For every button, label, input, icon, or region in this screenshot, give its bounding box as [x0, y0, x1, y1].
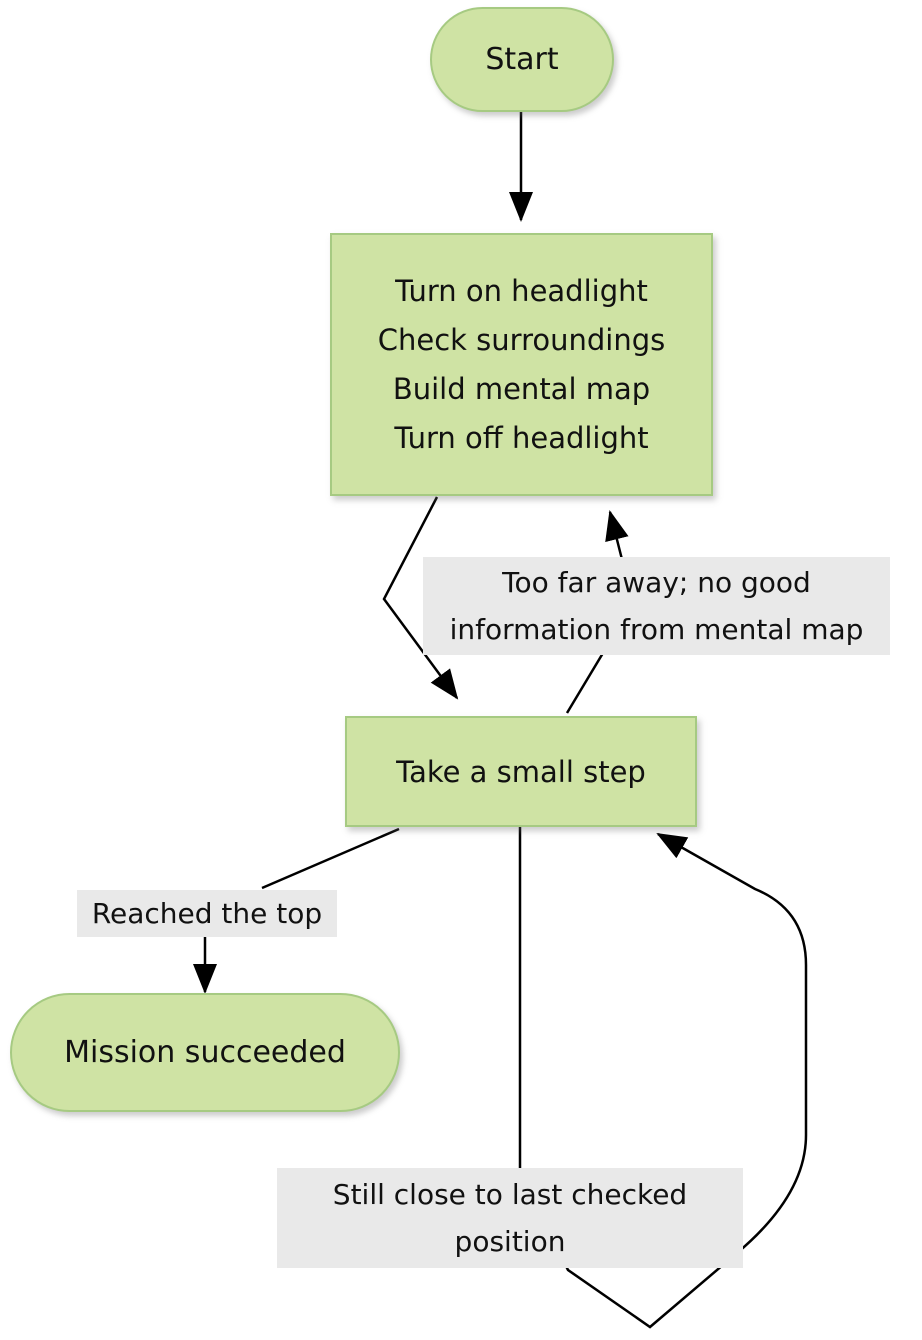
edge-label-too-far-line-1: Too far away; no good [502, 566, 811, 599]
node-scan-line-2: Check surroundings [377, 322, 666, 357]
edge-step-loop-still-close [518, 827, 808, 1329]
node-scan-line-4: Turn off headlight [394, 420, 649, 455]
node-start: Start [430, 7, 614, 112]
node-take-small-step-label: Take a small step [396, 754, 646, 789]
edge-scan-to-step [382, 496, 459, 700]
edge-step-to-reached-label [261, 827, 400, 890]
node-scan-line-1: Turn on headlight [395, 273, 648, 308]
node-scan-line-3: Build mental map [392, 371, 651, 406]
node-mission-succeeded: Mission succeeded [10, 993, 400, 1112]
node-take-small-step: Take a small step [345, 716, 697, 827]
node-scan-surroundings: Turn on headlight Check surroundings Bui… [330, 233, 713, 496]
node-start-label: Start [485, 42, 559, 77]
edge-label-still-close: Still close to last checked position [277, 1168, 743, 1268]
edge-label-reached-top-text: Reached the top [91, 897, 323, 930]
edge-label-still-close-line-1: Still close to last checked [332, 1178, 688, 1211]
edge-label-reached-top: Reached the top [77, 890, 337, 937]
edge-label-too-far-away: Too far away; no good information from m… [423, 557, 890, 655]
edge-label-too-far-line-2: information from mental map [449, 613, 864, 646]
node-mission-succeeded-label: Mission succeeded [64, 1035, 346, 1070]
edge-label-still-close-line-2: position [454, 1225, 566, 1258]
